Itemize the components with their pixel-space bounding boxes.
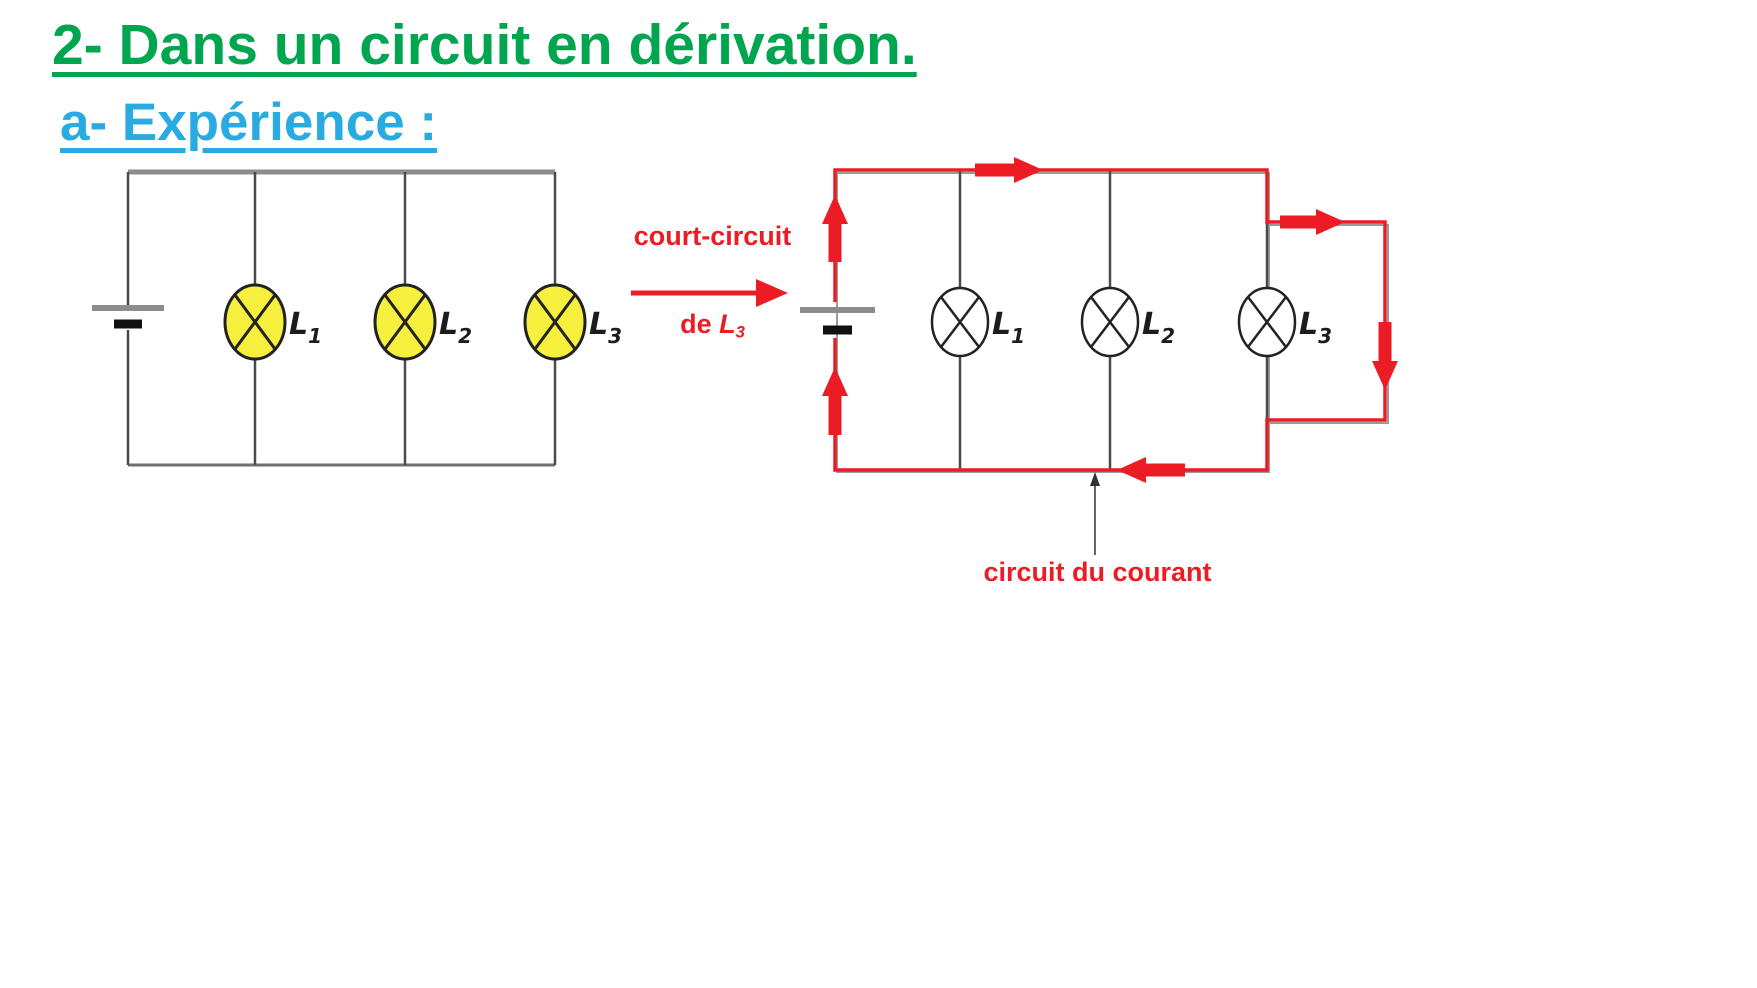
- current-arrow-top-icon: [975, 157, 1043, 183]
- lamp-l3-label: L3: [589, 307, 622, 348]
- slide-subtitle: a- Expérience :: [60, 93, 438, 152]
- current-arrow-bypass-top-icon: [1280, 209, 1345, 235]
- lamp-off-l1-icon: L1: [930, 286, 1025, 358]
- current-arrow-bypass-right-icon: [1372, 322, 1398, 390]
- battery-icon: [92, 305, 164, 329]
- parallel-circuit-diagram-lit: L1 L2 L3: [92, 169, 622, 467]
- current-arrow-left-lower-icon: [822, 367, 848, 435]
- target-subscript: 3: [735, 322, 745, 342]
- short-circuit-target-label: de L3: [620, 309, 805, 342]
- lamp-off-l2-icon: L2: [1080, 286, 1175, 358]
- left-circuit-wires: [126, 169, 557, 467]
- current-path-caption: circuit du courant: [983, 557, 1212, 587]
- lamp-l1-label: L1: [289, 307, 322, 348]
- target-letter: L: [719, 309, 736, 339]
- lamp-l3-label: L3: [1299, 307, 1332, 348]
- target-prefix: de: [680, 309, 720, 339]
- slide-title: 2- Dans un circuit en dérivation.: [52, 13, 917, 77]
- current-arrow-bottom-icon: [1117, 457, 1185, 483]
- caption-pointer-arrow-icon: [1090, 472, 1100, 555]
- lamp-l2-label: L2: [439, 307, 472, 348]
- short-circuit-label: court-circuit: [633, 221, 792, 251]
- transition-arrow-icon: [631, 279, 788, 307]
- lamp-l2-label: L2: [1142, 307, 1175, 348]
- lamp-l1-label: L1: [992, 307, 1025, 348]
- battery-icon: [800, 307, 875, 335]
- parallel-circuit-diagram-shorted: L1 L2 L3: [800, 157, 1398, 555]
- lamp-on-l3-icon: L3: [523, 283, 622, 361]
- lamp-on-l1-icon: L1: [223, 283, 322, 361]
- lamp-off-l3-icon: L3: [1237, 286, 1332, 358]
- current-arrow-left-upper-icon: [822, 195, 848, 262]
- lamp-on-l2-icon: L2: [373, 283, 472, 361]
- current-path-wire: [833, 168, 1387, 472]
